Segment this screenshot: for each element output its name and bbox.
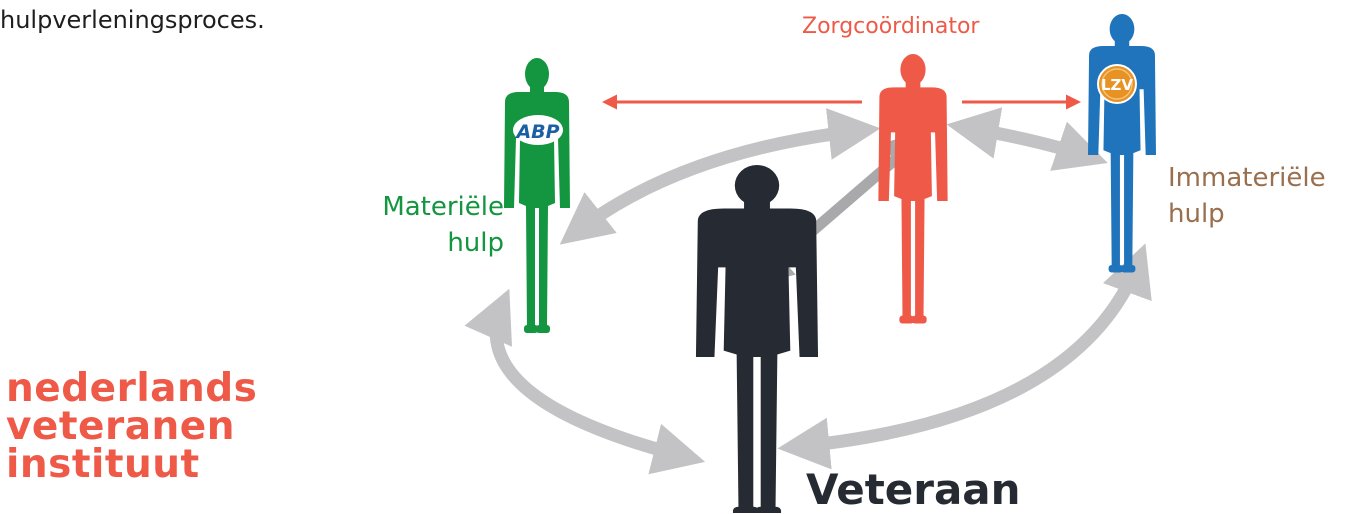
arrow-immaterial-veteran (777, 243, 1152, 470)
arrow-material-veteran (464, 288, 706, 475)
veteran-person (695, 165, 819, 513)
lzv-badge-text: LZV (1101, 76, 1133, 94)
immaterial-help-label-line2: hulp (1168, 199, 1225, 229)
material-help-person (504, 58, 570, 333)
brand-logo-line3: instituut (6, 442, 200, 487)
intro-text: hulpverleningsproces. (0, 6, 265, 34)
lzv-badge: LZV (1097, 64, 1137, 104)
coordinator-label: Zorgcoördinator (802, 14, 980, 39)
abp-badge: ABP (513, 115, 563, 145)
immaterial-help-label: Immateriële hulp (1168, 160, 1326, 232)
brand-logo-line1: nederlands (6, 366, 258, 411)
material-help-label-line2: hulp (447, 228, 504, 258)
arrow-coordinator-immaterial (946, 107, 1108, 171)
immaterial-help-label-line1: Immateriële (1168, 163, 1326, 193)
brand-logo-line2: veteranen (6, 404, 235, 449)
coordinator-person (878, 54, 948, 324)
brand-logo: nederlands veteranen instituut (6, 366, 258, 487)
material-help-label-line1: Materiële (382, 192, 504, 222)
veteran-label: Veteraan (806, 465, 1021, 514)
material-help-label: Materiële hulp (338, 189, 504, 261)
immaterial-help-person (1088, 14, 1156, 273)
abp-badge-text: ABP (514, 121, 559, 143)
